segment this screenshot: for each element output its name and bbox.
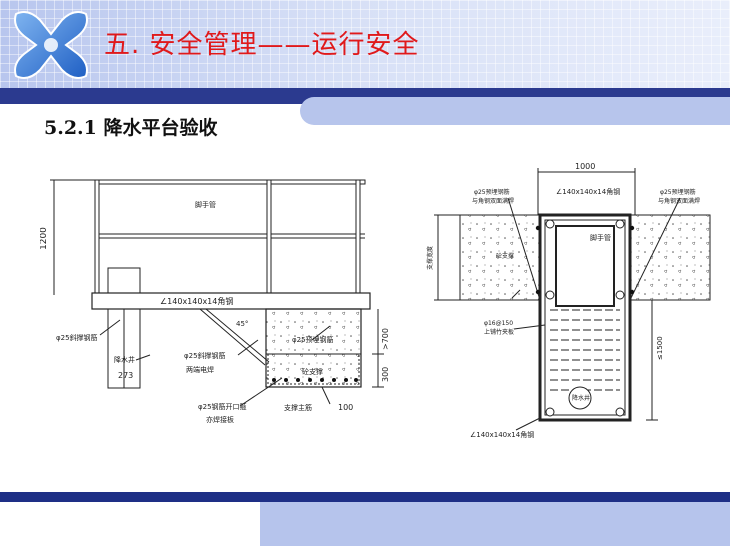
label-angle-45: 45°: [236, 320, 248, 328]
label-support-width: 支撑宽度: [426, 246, 434, 270]
header-grid-pattern: [0, 0, 730, 88]
slide-header: 五. 安全管理——运行安全: [0, 0, 730, 88]
section-rebar-dots: [272, 378, 358, 382]
section-view: [50, 179, 384, 407]
label-embed-right-1: φ25预埋钢筋: [660, 188, 696, 196]
x-logo-icon: [14, 11, 88, 79]
label-bottom-angle: ∠140x140x14角钢: [470, 430, 534, 439]
label-mesh-2: 上铺竹夹板: [484, 328, 514, 336]
dim-100: 100: [338, 403, 353, 412]
dim-1000: 1000: [575, 162, 595, 171]
section-title: 5.2.1 降水平台验收: [44, 117, 218, 139]
label-scaffold-pipe: 脚手管: [195, 200, 216, 209]
label-main-rebar: 支撑主筋: [284, 403, 312, 412]
label-embed-left-1: φ25预埋钢筋: [474, 188, 510, 196]
slide-title: 五. 安全管理——运行安全: [104, 30, 420, 60]
label-well-plan: 降水井: [572, 394, 590, 402]
label-well: 降水井: [114, 355, 135, 364]
footer-right-block: [260, 502, 730, 546]
header-tab-decoration: [300, 97, 730, 125]
label-concrete-support: 砼支撑: [302, 367, 323, 376]
footer-left-block: [0, 502, 260, 546]
label-scaffold-pipe-plan: 脚手管: [590, 233, 611, 242]
platform-drawing: 1200 脚手管 ∠140x140x14角钢 φ25斜撑钢筋 降水井 273 4…: [40, 162, 711, 439]
dim-700: >700: [381, 328, 390, 350]
label-embed-right-2: 与角钢双面满焊: [658, 197, 700, 205]
footer-band: [0, 492, 730, 502]
dim-1500: ≤1500: [656, 336, 664, 360]
dim-well-width: 273: [118, 371, 133, 380]
plan-labels: 1000 ∠140x140x14角钢 φ25预埋钢筋 与角钢双面满焊 φ25预埋…: [426, 162, 700, 439]
section-labels: 1200 脚手管 ∠140x140x14角钢 φ25斜撑钢筋 降水井 273 4…: [40, 200, 390, 424]
label-embedded-rebar: φ25预埋钢筋: [292, 335, 334, 344]
label-concrete-support-plan: 砼支撑: [496, 252, 514, 260]
label-embed-left-2: 与角钢双面满焊: [472, 197, 514, 205]
label-mesh-1: φ16@150: [484, 320, 513, 327]
label-weld: 两端电焊: [186, 365, 214, 374]
dim-1200: 1200: [40, 227, 49, 250]
label-rebar-ring: φ25钢筋开口箍: [198, 402, 247, 411]
label-rebar-brace: φ25斜撑钢筋: [184, 351, 226, 360]
label-rebar-anchor: φ25斜撑钢筋: [56, 333, 98, 342]
plan-view: [434, 168, 711, 431]
label-welded-plate: 亦焊接板: [206, 415, 234, 424]
dim-300: 300: [381, 367, 390, 382]
label-angle-steel: ∠140x140x14角钢: [160, 296, 233, 306]
label-top-angle: ∠140x140x14角钢: [556, 187, 620, 196]
plan-embedded-dots: [535, 225, 635, 295]
